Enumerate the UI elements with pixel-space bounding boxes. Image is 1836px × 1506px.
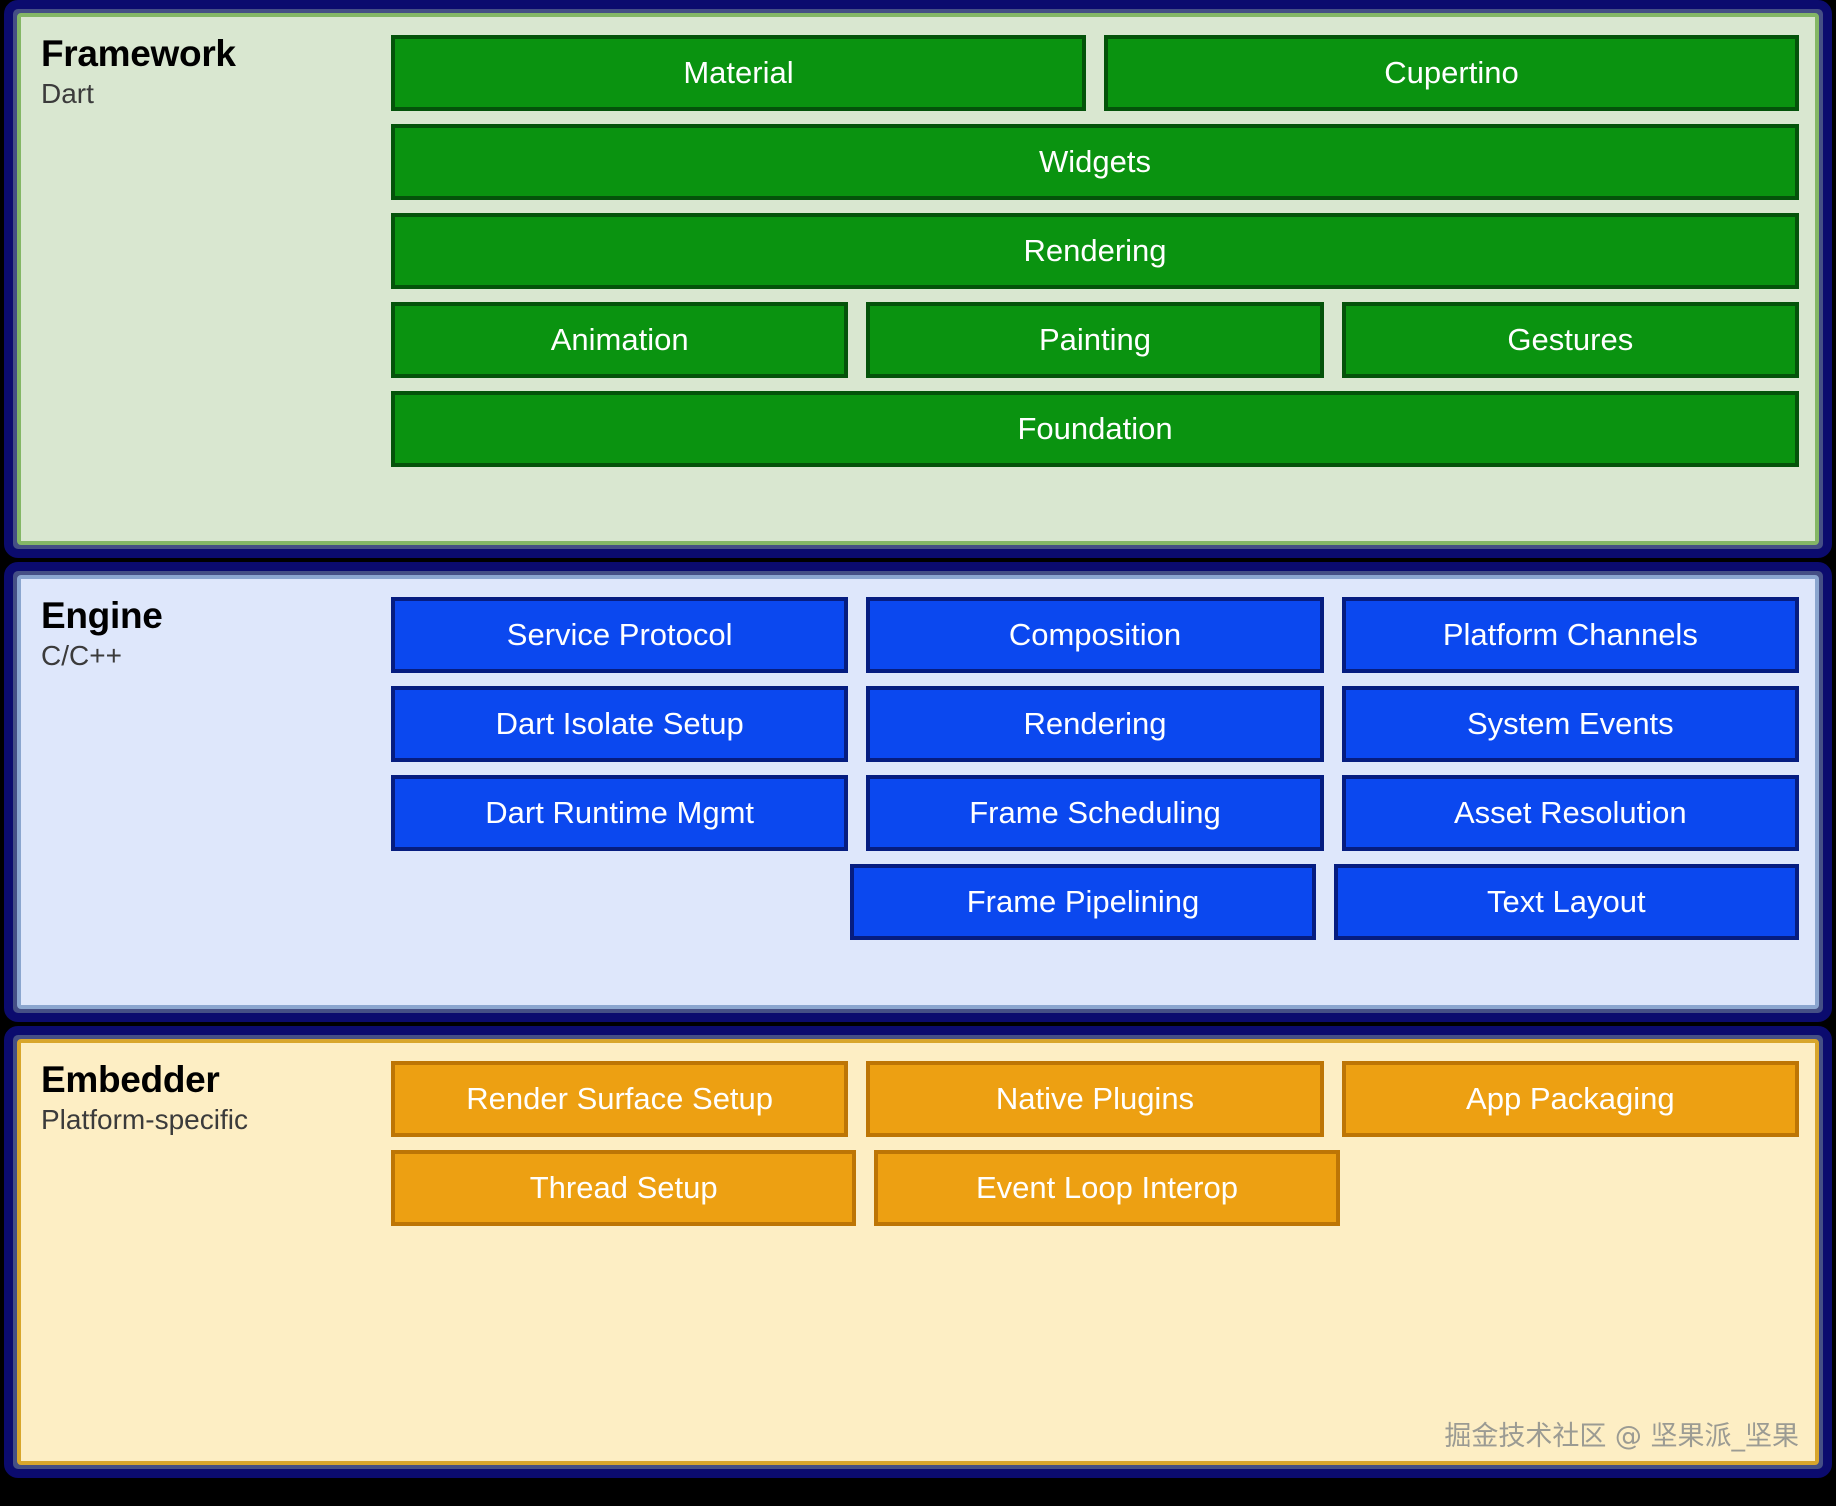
layer-engine: Engine C/C++ Service Protocol Compositio… (4, 562, 1832, 1022)
framework-row-5: Foundation (391, 391, 1799, 467)
layer-framework-content: Material Cupertino Widgets Rendering Ani… (391, 17, 1815, 467)
layer-framework: Framework Dart Material Cupertino Widget… (4, 0, 1832, 558)
layer-framework-inner: Framework Dart Material Cupertino Widget… (17, 13, 1819, 545)
box-foundation[interactable]: Foundation (391, 391, 1799, 467)
layer-engine-label: Engine C/C++ (21, 579, 391, 675)
layer-engine-inner: Engine C/C++ Service Protocol Compositio… (17, 575, 1819, 1009)
layer-embedder-subtitle: Platform-specific (41, 1104, 248, 1136)
layer-framework-title: Framework (41, 33, 236, 74)
engine-row-2: Dart Isolate Setup Rendering System Even… (391, 686, 1799, 762)
framework-row-3: Rendering (391, 213, 1799, 289)
box-cupertino[interactable]: Cupertino (1104, 35, 1799, 111)
box-composition[interactable]: Composition (866, 597, 1324, 673)
box-frame-scheduling[interactable]: Frame Scheduling (866, 775, 1324, 851)
box-dart-runtime-mgmt[interactable]: Dart Runtime Mgmt (391, 775, 849, 851)
box-rendering-framework[interactable]: Rendering (391, 213, 1799, 289)
box-asset-resolution[interactable]: Asset Resolution (1341, 775, 1799, 851)
layer-framework-subtitle: Dart (41, 78, 94, 110)
layer-engine-subtitle: C/C++ (41, 640, 122, 672)
box-rendering-engine[interactable]: Rendering (866, 686, 1324, 762)
box-material[interactable]: Material (391, 35, 1086, 111)
box-dart-isolate-setup[interactable]: Dart Isolate Setup (391, 686, 849, 762)
engine-row-4: Frame Pipelining Text Layout (391, 864, 1799, 940)
layer-embedder-label: Embedder Platform-specific (21, 1043, 391, 1139)
box-platform-channels[interactable]: Platform Channels (1341, 597, 1799, 673)
framework-row-1: Material Cupertino (391, 35, 1799, 111)
layer-engine-title: Engine (41, 595, 163, 636)
box-painting[interactable]: Painting (866, 302, 1324, 378)
box-render-surface-setup[interactable]: Render Surface Setup (391, 1061, 849, 1137)
box-app-packaging[interactable]: App Packaging (1341, 1061, 1799, 1137)
watermark: 掘金技术社区 @ 坚果派_坚果 (1444, 1421, 1799, 1452)
box-text-layout[interactable]: Text Layout (1333, 864, 1799, 940)
framework-row-2: Widgets (391, 124, 1799, 200)
box-gestures[interactable]: Gestures (1341, 302, 1799, 378)
layer-embedder: Embedder Platform-specific Render Surfac… (4, 1026, 1832, 1478)
box-animation[interactable]: Animation (391, 302, 849, 378)
framework-row-4: Animation Painting Gestures (391, 302, 1799, 378)
box-frame-pipelining[interactable]: Frame Pipelining (850, 864, 1316, 940)
engine-row-3: Dart Runtime Mgmt Frame Scheduling Asset… (391, 775, 1799, 851)
embedder-row-2: Thread Setup Event Loop Interop (391, 1150, 1799, 1226)
layer-engine-content: Service Protocol Composition Platform Ch… (391, 579, 1815, 940)
layer-embedder-inner: Embedder Platform-specific Render Surfac… (17, 1039, 1819, 1465)
embedder-row-1: Render Surface Setup Native Plugins App … (391, 1061, 1799, 1137)
box-widgets[interactable]: Widgets (391, 124, 1799, 200)
layer-framework-label: Framework Dart (21, 17, 391, 113)
engine-row-1: Service Protocol Composition Platform Ch… (391, 597, 1799, 673)
box-system-events[interactable]: System Events (1341, 686, 1799, 762)
box-thread-setup[interactable]: Thread Setup (391, 1150, 857, 1226)
layer-embedder-title: Embedder (41, 1059, 220, 1100)
box-service-protocol[interactable]: Service Protocol (391, 597, 849, 673)
box-native-plugins[interactable]: Native Plugins (866, 1061, 1324, 1137)
layer-embedder-content: Render Surface Setup Native Plugins App … (391, 1043, 1815, 1226)
box-event-loop-interop[interactable]: Event Loop Interop (874, 1150, 1340, 1226)
